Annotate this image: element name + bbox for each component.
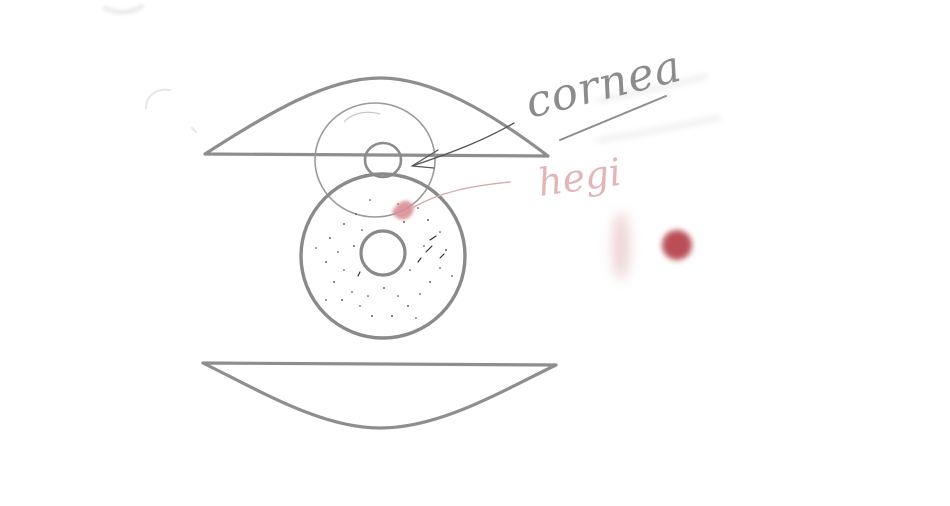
cornea-pupil xyxy=(363,141,403,179)
hazy-label: hegi xyxy=(535,150,624,205)
pupil-circle xyxy=(359,229,407,277)
iris-strokes xyxy=(357,235,445,277)
cornea-label: cornea xyxy=(520,41,686,129)
faint-stroke-left xyxy=(145,88,197,133)
haze-mark xyxy=(392,200,414,220)
cornea-pointer-line xyxy=(411,122,515,167)
faint-stroke-right xyxy=(597,73,721,143)
cornea-inner-arc xyxy=(343,111,381,123)
upper-eyelid xyxy=(203,76,550,158)
faint-stroke-top-left xyxy=(102,3,145,15)
cornea-underline xyxy=(559,95,667,141)
haze-pointer-line xyxy=(411,181,511,209)
cornea-pointer-arrowhead xyxy=(411,149,439,169)
iris-speckles xyxy=(315,199,453,319)
cornea-outline xyxy=(314,102,436,218)
red-smudge-streak xyxy=(612,212,630,280)
iris-circle xyxy=(299,172,467,340)
red-smudge-blob xyxy=(662,230,692,260)
lower-eyelid xyxy=(201,361,558,430)
